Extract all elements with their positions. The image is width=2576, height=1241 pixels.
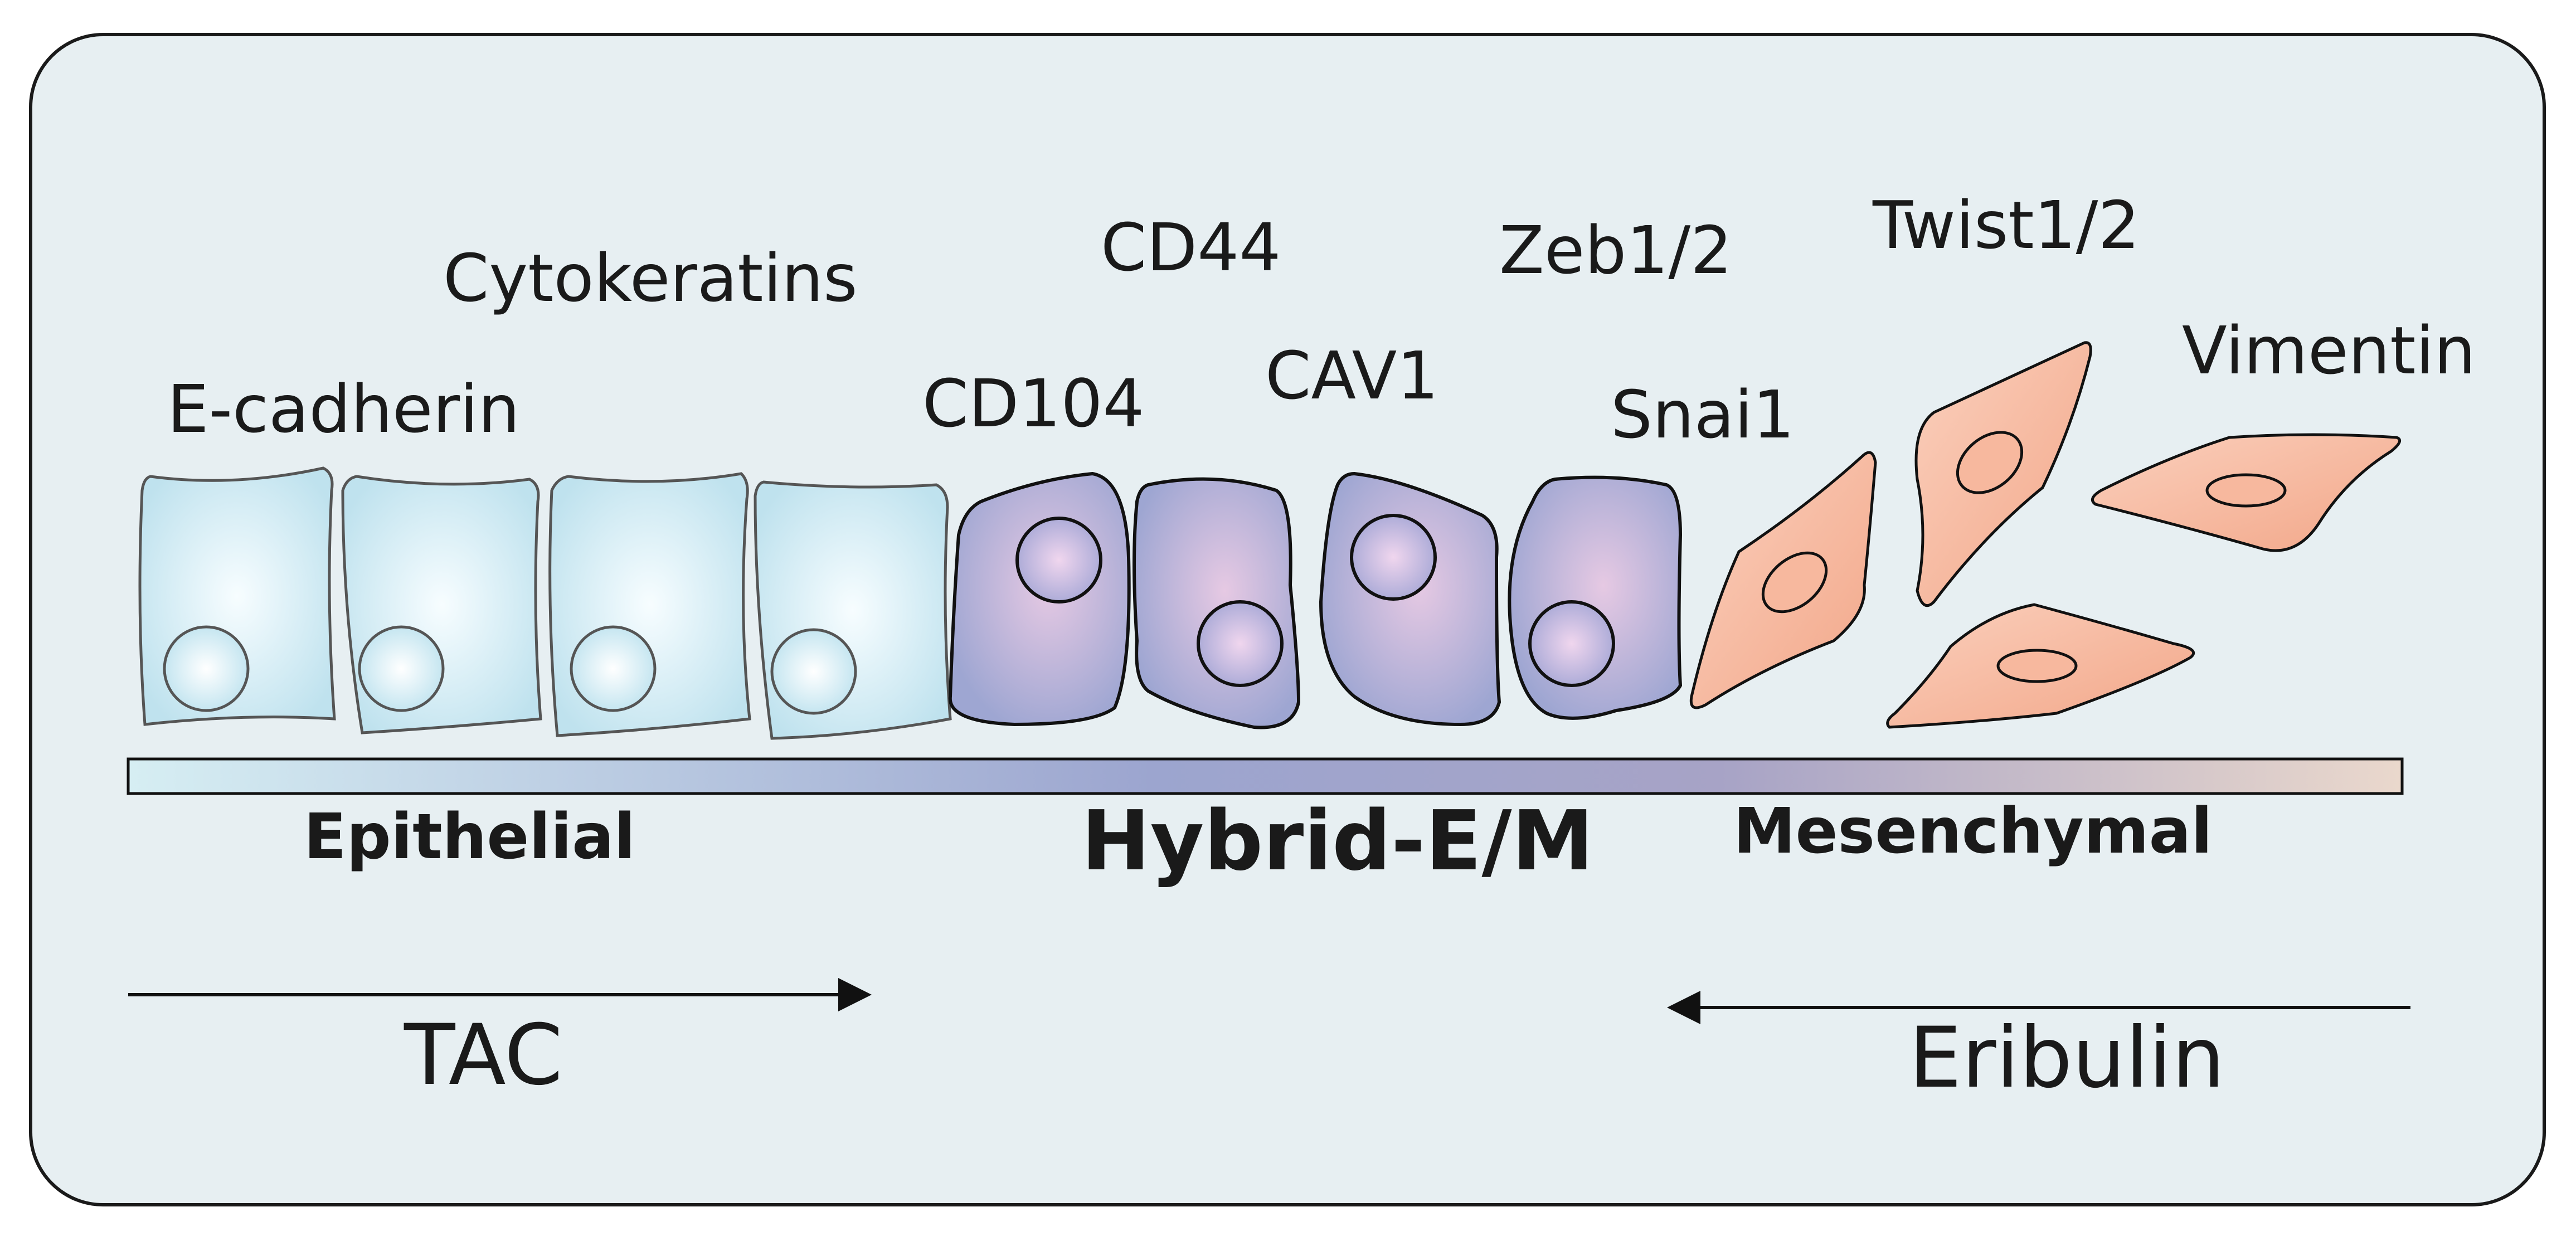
hybrid-cells xyxy=(948,471,1683,729)
nucleus xyxy=(770,628,857,715)
mesenchymal-cell xyxy=(1689,451,1877,709)
nucleus xyxy=(1015,517,1102,604)
marker-snai1: Snai1 xyxy=(1611,376,1795,453)
nucleus xyxy=(358,625,445,712)
epithelial-cell xyxy=(341,475,542,734)
stage-hybrid: Hybrid-E/M xyxy=(1081,793,1594,889)
nucleus xyxy=(1528,600,1615,687)
treatment-tac: TAC xyxy=(404,1007,563,1104)
epithelial-cell xyxy=(754,480,952,740)
treatment-eribulin: Eribulin xyxy=(1909,1010,2225,1107)
nucleus xyxy=(163,625,250,712)
marker-e-cadherin: E-cadherin xyxy=(167,371,520,447)
epithelial-cell xyxy=(138,466,336,726)
nucleus xyxy=(570,625,657,712)
epithelial-cells xyxy=(138,466,952,740)
marker-zeb1-2: Zeb1/2 xyxy=(1499,212,1732,289)
mesenchymal-cells xyxy=(1689,341,2402,729)
epithelial-cell xyxy=(548,472,751,737)
marker-cd104: CD104 xyxy=(922,365,1144,442)
emt-gradient-bar xyxy=(127,757,2404,795)
marker-vimentin: Vimentin xyxy=(2182,312,2476,389)
stage-mesenchymal: Mesenchymal xyxy=(1733,795,2213,868)
mesenchymal-cell xyxy=(1886,603,2195,729)
hybrid-cell xyxy=(948,471,1131,727)
nucleus xyxy=(1956,431,2024,494)
nucleus xyxy=(1350,514,1437,601)
nucleus xyxy=(1197,600,1284,687)
nucleus xyxy=(2205,473,2287,508)
hybrid-cell xyxy=(1133,477,1301,729)
mesenchymal-cell xyxy=(1914,341,2092,607)
hybrid-cell xyxy=(1319,471,1501,727)
mesenchymal-cell xyxy=(2091,433,2402,552)
marker-twist1-2: Twist1/2 xyxy=(1872,187,2140,264)
nucleus xyxy=(1996,649,2078,683)
nucleus xyxy=(1761,551,1828,614)
hybrid-cell xyxy=(1508,475,1683,720)
marker-cd44: CD44 xyxy=(1101,209,1281,286)
stage-epithelial: Epithelial xyxy=(304,801,635,873)
marker-cytokeratins: Cytokeratins xyxy=(443,240,858,317)
marker-cav1: CAV1 xyxy=(1265,337,1438,414)
